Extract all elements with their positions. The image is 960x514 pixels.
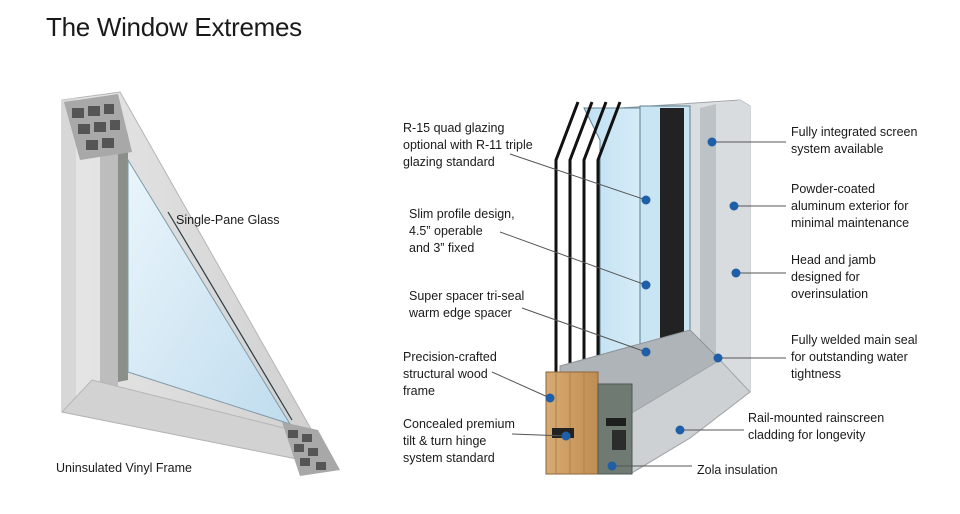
quad-glazing-illustration — [545, 99, 751, 475]
bottom-profile-chambers — [282, 422, 340, 476]
callout-super-spacer: Super spacer tri-seal warm edge spacer — [408, 289, 528, 320]
right-callout-labels: Fully integrated screen system available… — [697, 125, 921, 477]
left-callout-labels: R-15 quad glazing optional with R-11 tri… — [403, 121, 536, 465]
single-pane-glass-label: Single-Pane Glass — [176, 213, 280, 227]
glass-pane-edges — [554, 101, 622, 388]
uninsulated-vinyl-frame-label: Uninsulated Vinyl Frame — [56, 461, 192, 475]
callout-welded-seal: Fully welded main seal for outstanding w… — [791, 333, 921, 381]
callout-slim-profile: Slim profile design, 4.5” operable and 3… — [409, 207, 518, 255]
callout-dots — [545, 137, 741, 471]
top-profile-chambers — [64, 94, 132, 160]
page-title: The Window Extremes — [46, 12, 302, 42]
callout-head-jamb: Head and jamb designed for overinsulatio… — [791, 253, 879, 301]
callout-rainscreen: Rail-mounted rainscreen cladding for lon… — [748, 411, 888, 442]
vinyl-window-illustration: Single-Pane Glass Uninsulated Vinyl Fram… — [56, 91, 340, 476]
callout-hinge-system: Concealed premium tilt & turn hinge syst… — [403, 417, 518, 465]
glass-leader-line — [167, 211, 293, 421]
callout-zola-insulation: Zola insulation — [697, 463, 778, 477]
callout-quad-glazing: R-15 quad glazing optional with R-11 tri… — [403, 121, 536, 169]
callout-screen-system: Fully integrated screen system available — [791, 125, 921, 156]
callout-powder-coated: Powder-coated aluminum exterior for mini… — [791, 182, 912, 230]
callout-wood-frame: Precision-crafted structural wood frame — [403, 350, 500, 398]
callout-leaders — [491, 141, 786, 467]
